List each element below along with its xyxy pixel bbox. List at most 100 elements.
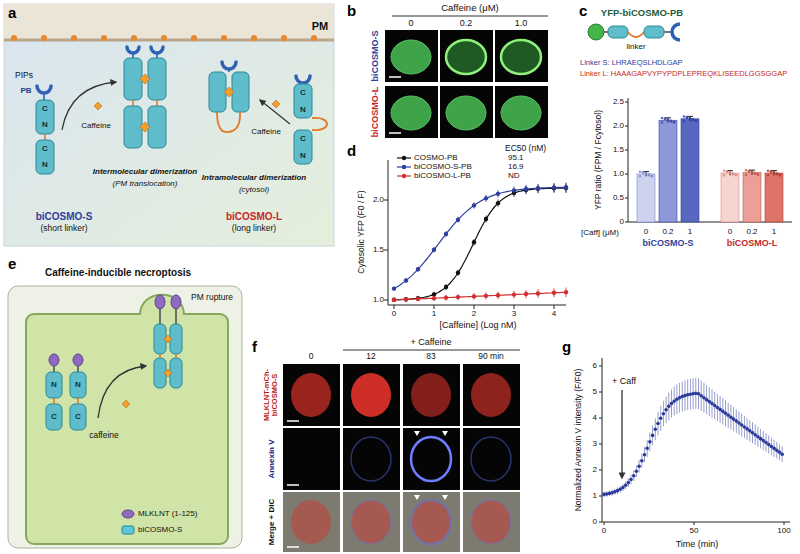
linker — [43, 93, 45, 100]
data-point — [512, 188, 516, 192]
data-point — [404, 297, 408, 301]
data-point — [472, 203, 476, 207]
data-point — [673, 121, 676, 124]
reaction-arrow — [260, 100, 290, 124]
data-point — [659, 416, 663, 420]
tick-label: 1.5 — [613, 146, 624, 155]
data-point — [686, 116, 689, 119]
linker — [156, 100, 158, 106]
data-point — [748, 170, 751, 173]
data-point — [767, 169, 770, 172]
bar — [659, 120, 677, 222]
caffeine-bracket — [392, 16, 548, 17]
legend-text: MLKLNT (1-125) — [138, 510, 197, 519]
data-point — [651, 434, 655, 438]
node-text: N — [51, 381, 57, 390]
data-point — [456, 295, 460, 299]
data-point — [496, 192, 500, 196]
tick-label: 1 — [688, 228, 692, 237]
linker — [53, 398, 55, 404]
data-point — [632, 474, 636, 478]
data-point — [432, 296, 436, 300]
micrograph — [440, 86, 493, 138]
legend-text: biCOSMO-S-PB — [414, 163, 472, 172]
data-point — [745, 169, 748, 172]
y-axis — [628, 98, 629, 222]
data-point — [726, 170, 729, 173]
data-point — [779, 174, 782, 177]
pip-lipid — [131, 35, 137, 41]
tick-label: 1 — [432, 310, 436, 319]
cell-image — [291, 500, 331, 544]
data-point — [723, 169, 726, 172]
pb-domain — [37, 86, 51, 93]
data-point — [773, 171, 776, 174]
tick-mark — [384, 300, 388, 301]
caffeine-diamond — [140, 74, 150, 84]
data-point — [624, 484, 628, 488]
pip-lipid — [281, 35, 287, 41]
node-text: Caffeine — [251, 128, 281, 137]
annotation-text: biCOSMO-L — [727, 239, 778, 249]
data-point — [729, 172, 732, 175]
tick-label: 0.5 — [613, 194, 624, 203]
node-text: N — [300, 152, 306, 161]
tick-label: 0 — [728, 228, 732, 237]
data-point — [648, 440, 652, 444]
node-text: (short linker) — [40, 224, 87, 233]
caffeine-diamond — [94, 102, 102, 110]
fit-curve — [394, 187, 566, 288]
data-point — [686, 116, 689, 119]
data-point — [392, 298, 396, 302]
x-axis — [602, 522, 790, 523]
data-point — [639, 175, 642, 178]
data-point — [627, 481, 631, 485]
data-point — [512, 292, 516, 296]
legend-marker — [122, 526, 134, 534]
annotation-text: biCOSMO-S — [643, 239, 694, 249]
micrograph — [403, 364, 460, 426]
data-point — [456, 218, 460, 222]
pip-lipid — [11, 35, 17, 41]
bar — [681, 119, 699, 222]
tick-mark — [599, 470, 602, 471]
annotation-text: + Caffeine — [410, 338, 451, 348]
node-text: (cytosol) — [239, 186, 269, 195]
data-point — [456, 271, 460, 275]
data-point — [484, 196, 488, 200]
data-point — [645, 173, 648, 176]
node-text: N — [300, 106, 306, 115]
data-point — [735, 173, 738, 176]
panel-label: c — [579, 3, 587, 20]
annotation-text: Caffeine (μM) — [441, 3, 499, 13]
tick-mark — [694, 522, 695, 525]
tick-mark — [599, 392, 602, 393]
tick-mark — [625, 198, 628, 199]
cosmo-domain — [36, 140, 54, 174]
mechanism-panel: PMPIPsPBCNCNCaffeineIntermolecular dimer… — [4, 4, 334, 246]
data-point — [757, 173, 760, 176]
tick-label: 6 — [593, 362, 597, 371]
micrograph — [495, 30, 548, 82]
node-text: C — [42, 105, 48, 114]
data-point — [773, 172, 776, 175]
long-linker — [312, 118, 327, 130]
data-point — [564, 290, 568, 294]
data-point — [654, 427, 658, 431]
cell-image — [391, 40, 431, 74]
cosmo-domain — [148, 58, 166, 100]
legend-text: biCOSMO-L-PB — [414, 172, 471, 181]
annotation-text: biCOSMO-S — [371, 31, 381, 82]
data-point — [664, 117, 667, 120]
data-point — [645, 447, 649, 451]
data-point — [667, 405, 671, 409]
node-text: C — [300, 135, 306, 144]
linker — [44, 134, 46, 140]
time-label: 90 min — [478, 352, 504, 361]
data-point — [651, 174, 654, 177]
tick-mark — [625, 126, 628, 127]
data-point — [779, 173, 782, 176]
data-point — [754, 172, 757, 175]
panel-label: d — [347, 143, 356, 160]
tick-label: 2.5 — [613, 98, 624, 107]
